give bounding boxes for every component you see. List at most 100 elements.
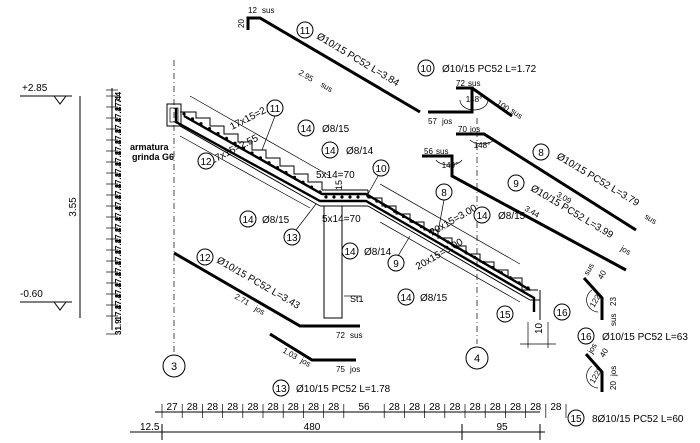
dim-row-1-cell: 28 [550,402,562,413]
transverse-bar-dot [526,286,530,290]
dim-row-1-cell: 28 [207,402,219,413]
axis-4-label: 4 [474,353,480,365]
transverse-bar-dot [233,141,237,145]
transverse-bar-dot [241,146,246,150]
transverse-bar-dot [348,195,352,199]
bar-15-seg-a: 40 [598,346,611,359]
transverse-bars [182,112,530,290]
bar-11-side: sus [319,80,334,94]
dim-row-1-cell: 28 [308,402,320,413]
rise-step-4: 17.4 [114,128,123,144]
stirrup-tag-4-num: 14 [476,211,488,222]
transverse-bar-dot [267,161,271,165]
bar-16-seg-b: 23 [609,297,618,306]
transverse-bar-dot [410,219,415,224]
transverse-bar-dot [490,265,495,270]
transverse-bar-dot [508,276,512,280]
transverse-bar-dot [384,204,388,208]
rise-step-12: 17.4 [114,216,123,232]
callout-12: 12 [200,157,212,168]
beam-label-line2: grinda G6 [132,152,174,162]
dim-row-1-cell: 28 [288,402,300,413]
rise-step-2: 17.4 [114,106,123,122]
bar-13-seg-end-side: jos [349,365,360,374]
landing-mark: 15 [334,180,344,190]
dim-row-1-cell: 28 [470,402,482,413]
callout-15: 15 [499,310,511,321]
bar-12-len: 2.71 [233,292,251,308]
bar-16-num: 16 [580,332,592,343]
bar-12-seg-end: 72 [336,331,345,340]
bar-13-len: 1.03 [281,346,299,362]
callout-10: 10 [375,164,387,175]
bar-10-seg-right-side: sus [509,106,524,121]
dim-row-1-cell: 56 [358,402,370,413]
bar-callouts: 11 12 10 13 8 9 15 16 14 Ø8/15 14 Ø8/14 … [197,99,571,323]
bar-12-seg-end-side: sus [350,331,362,340]
callout-11: 11 [270,104,281,115]
transverse-bar-dot [250,151,254,155]
bar-8-seg-top-side: jos [469,125,480,134]
transverse-bar-dot [446,240,450,244]
bar-9-side: jos [618,243,632,257]
rise-step-3: 17.4 [114,117,123,133]
stirrup-tag-1-num: 14 [300,124,312,135]
rise-step-19: 17.4 [114,293,123,309]
landing-bottom: 5x14=70 [322,214,361,225]
transverse-bar-dot [182,112,186,116]
transverse-bar-dot [340,195,344,199]
stirrup-tag-3-label: Ø8/15 [262,215,290,226]
transverse-bar-dot [356,195,360,199]
rise-step-6: 17.4 [114,150,123,166]
transverse-bar-dot [190,117,195,121]
bar-9-angle: 149° [442,161,459,170]
transverse-bar-dot [419,225,423,229]
stirrup-tag-3-num: 14 [242,215,254,226]
stirrup-tag-5-label: Ø8/14 [364,247,392,258]
flight-lower-top: 20x15=3.00 [428,203,479,239]
bar-11-hook: 12 [248,6,257,15]
rise-step-7: 17.4 [114,161,123,177]
dim-row-1-cell: 28 [389,402,401,413]
beam-label-line1: armatura [130,142,170,152]
bar-11-hook-side: sus [262,6,274,15]
callout-9: 9 [393,259,399,270]
stirrup-tag-6-num: 14 [400,293,412,304]
dim-row-1-cell: 28 [449,402,461,413]
height-total: 3.55 [68,197,79,217]
transverse-bar-dot [437,235,441,239]
stirrup-tag-2-num: 14 [324,146,336,157]
callout-16: 16 [556,308,568,319]
bar-9-seg-top: 56 [424,147,433,156]
bar-11-num: 11 [300,26,311,37]
transverse-bar-dot [224,136,229,140]
transverse-bar-dot [517,281,521,285]
callout-8: 8 [441,188,447,199]
rise-step-9: 17.4 [114,183,123,199]
dim-row-2-a: 12.5 [140,422,160,433]
transverse-bar-dot [332,195,336,199]
bar-13-detail: 1.03 jos 75 jos 13 Ø10/15 PC52 L=1.78 [269,332,391,397]
stirrup-tag-6-label: Ø8/15 [420,293,448,304]
bar-9-len: 3.44 [523,204,541,220]
transverse-bar-dot [375,199,379,203]
stirrup-tag-4-label: Ø8/15 [498,211,526,222]
transverse-bar-dot [473,255,477,259]
transverse-bar-dot [481,260,486,265]
rise-step-18: 17.4 [114,282,123,298]
dim-row-1-cell: 27 [167,402,179,413]
bar-11-hook-h: 20 [237,19,246,28]
rise-step-15: 17.4 [114,249,123,265]
bar-16-seg-a-side: sus [582,262,596,277]
bar-13-num: 13 [275,384,287,395]
bar-10-seg-bot-side: jos [441,117,452,126]
bar-15-num: 15 [570,414,582,425]
level-bottom: -0.60 [20,289,43,300]
bar-16-detail: sus 40 23 sus 122° 16 Ø10/15 PC52 L=63 [577,262,688,345]
transverse-bar-dot [366,194,370,198]
bar-10-seg-bot: 57 [428,117,437,126]
rise-step-21: 31.9 [114,319,123,335]
dim-row-1-cell: 28 [510,402,522,413]
